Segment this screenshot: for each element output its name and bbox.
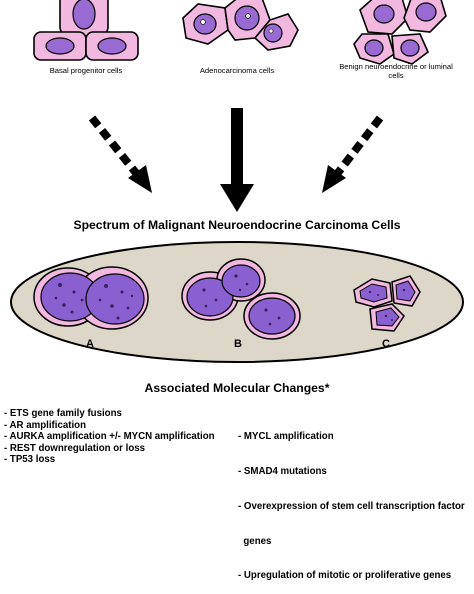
label-benign-neuroendocrine: Benign neuroendocrine or luminal cells [339,62,453,80]
adenocarcinoma-cells [182,0,299,51]
change-item: - TP53 loss [4,454,56,466]
change-item: - REST downregulation or loss [4,442,146,454]
change-item: - Upregulation of mitotic or proliferati… [238,570,452,582]
label-basal-progenitor: Basal progenitor cells [49,66,123,75]
carcinoma-cells-a [33,266,149,330]
changes-title: Associated Molecular Changes* [144,381,330,395]
benign-neuroendocrine-cells [353,0,447,65]
carcinoma-label-c: C [382,338,390,350]
diagram-canvas [10,0,464,363]
changes-list-left: - ETS gene family fusions - AR amplifica… [4,408,215,466]
carcinoma-label-b: B [234,338,242,350]
arrow-left-dashed [88,115,152,193]
change-item: - SMAD4 mutations [238,465,327,477]
carcinoma-cells-b [181,258,301,340]
arrow-center-solid [220,108,254,212]
arrow-right-dashed [322,115,384,193]
basal-progenitor-cells [33,0,139,61]
carcinoma-cells-c [353,275,421,332]
carcinoma-label-a: A [86,338,94,350]
spectrum-title: Spectrum of Malignant Neuroendocrine Car… [73,218,401,232]
change-item: - AURKA amplification +/- MYCN amplifica… [4,431,215,443]
change-item: - AR amplification [4,419,86,431]
change-item: genes [238,535,272,547]
change-item: - MYCL amplification [238,431,334,443]
change-item: - Overexpression of stem cell transcript… [238,500,465,512]
changes-list-right: - MYCL amplification - SMAD4 mutations -… [238,408,465,594]
label-adenocarcinoma: Adenocarcinoma cells [199,66,275,75]
change-item: - ETS gene family fusions [4,408,122,419]
